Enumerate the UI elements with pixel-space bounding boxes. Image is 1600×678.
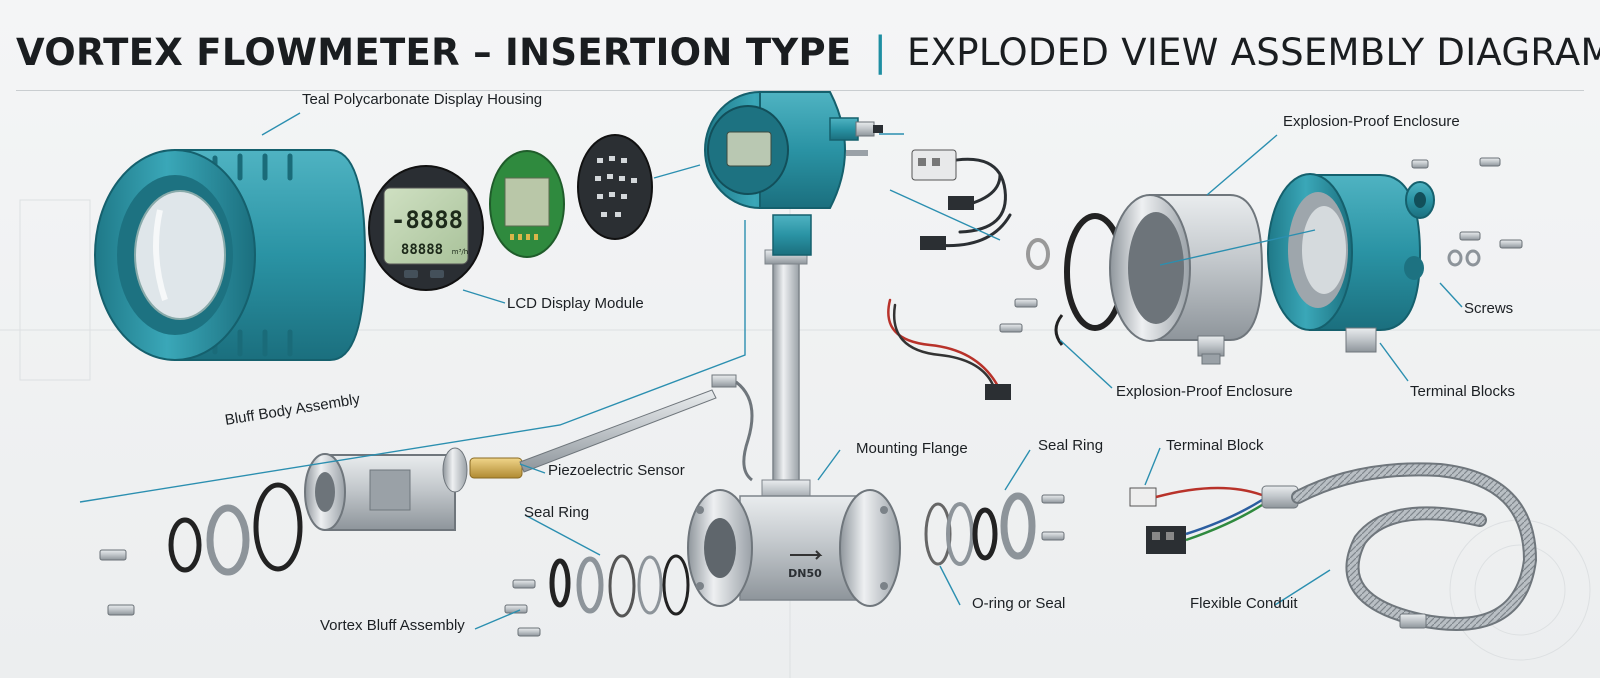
label-explosion-proof-top: Explosion-Proof Enclosure (1283, 113, 1460, 130)
terminal-enclosure-part (1267, 173, 1435, 353)
label-screws: Screws (1464, 300, 1514, 317)
seal-rings-left-part (168, 482, 690, 618)
label-seal-ring-right: Seal Ring (1038, 437, 1104, 454)
screws-left-part (99, 549, 541, 637)
label-o-ring-seal: O-ring or Seal (972, 595, 1066, 612)
washers-right-part (1054, 249, 1481, 346)
connector-plugs-part (911, 149, 1011, 400)
piezoelectric-sensor-part (469, 374, 754, 482)
title-subtitle: EXPLODED VIEW ASSEMBLY DIAGRAM (906, 30, 1600, 74)
component-board-part (577, 134, 653, 240)
body-marking: DN50 (788, 567, 822, 580)
seal-rings-right-part (924, 492, 1036, 566)
display-housing-part (94, 149, 367, 361)
label-terminal-block: Terminal Block (1166, 437, 1264, 454)
flexible-conduit-part (1261, 462, 1538, 631)
label-seal-ring-left: Seal Ring (524, 504, 590, 521)
lcd-big-digits: -8888 (391, 206, 463, 234)
lcd-display-module-part: -8888 88888 m³/h (368, 165, 484, 291)
lcd-small-digits: 88888 (401, 242, 443, 258)
lcd-unit: m³/h (452, 248, 468, 256)
label-vortex-bluff-assembly: Vortex Bluff Assembly (320, 617, 465, 634)
label-lcd-module: LCD Display Module (507, 295, 644, 312)
pcb-board-part (489, 150, 565, 258)
terminal-block-part (1129, 486, 1263, 554)
title-separator: | (873, 29, 887, 75)
label-terminal-blocks: Terminal Blocks (1410, 383, 1516, 400)
bluff-body-part (304, 447, 468, 531)
title-main: VORTEX FLOWMETER – INSERTION TYPE (16, 30, 852, 74)
label-flexible-conduit: Flexible Conduit (1190, 595, 1298, 612)
label-display-housing: Teal Polycarbonate Display Housing (302, 91, 543, 108)
explosion-proof-cap-part (1026, 194, 1264, 365)
wiring-harness-part (887, 157, 1012, 392)
leader-lines (79, 112, 1463, 630)
transmitter-assembly-part: DN50 (687, 91, 901, 607)
label-mounting-flange: Mounting Flange (856, 440, 968, 457)
label-piezoelectric-sensor: Piezoelectric Sensor (548, 462, 685, 479)
title-rule (16, 90, 1584, 91)
screws-right-part (999, 157, 1523, 541)
diagram-title: VORTEX FLOWMETER – INSERTION TYPE | EXPL… (16, 22, 1600, 82)
label-explosion-proof-bottom: Explosion-Proof Enclosure (1116, 383, 1293, 400)
